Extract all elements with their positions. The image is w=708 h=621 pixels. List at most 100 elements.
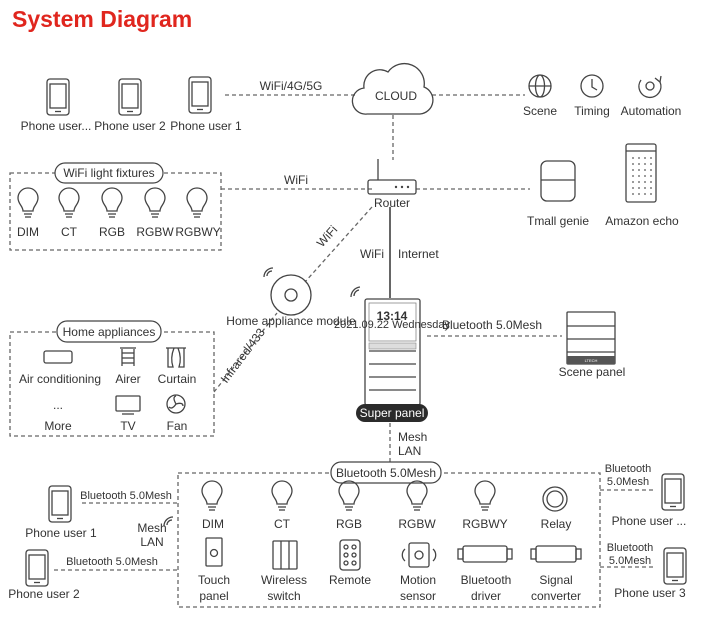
label-mesh: Mesh [398, 430, 427, 444]
label-right-bt-a1: Bluetooth [605, 463, 651, 475]
label-left-bt-1: Bluetooth 5.0Mesh [80, 490, 172, 502]
bt-mesh-group: Bluetooth 5.0Mesh DIM CT RGB RGBW RGBWY … [177, 461, 601, 608]
service-scene: Scene [523, 74, 557, 118]
wifi-fixtures-title: WiFi light fixtures [63, 166, 154, 180]
top-phone-user-2: Phone user 2 [94, 78, 166, 133]
mesh-relay: Relay [541, 486, 572, 531]
mesh-light-label: Relay [541, 517, 572, 531]
phone-label: Phone user... [21, 119, 92, 133]
motion-sensor-icon [401, 542, 437, 568]
service-automation: Automation [621, 75, 682, 118]
bulb-icon [58, 187, 80, 218]
phone-label: Phone user 2 [94, 119, 166, 133]
label-internet: Internet [398, 247, 439, 261]
label-lan: LAN [398, 444, 421, 458]
air-conditioner-icon [43, 350, 73, 364]
label-wifi-fixtures: WiFi [284, 173, 308, 187]
amazon-echo-icon [625, 143, 657, 203]
appliance-air-conditioning: Air conditioning [19, 350, 101, 386]
super-panel: 13:14 2021.09.22 Wednesday Super panel [334, 286, 450, 422]
label-wifi-module: WiFi [314, 223, 340, 250]
phone-label: Phone user ... [612, 514, 687, 528]
service-label: Scene [523, 104, 557, 118]
mesh-light-rgb: RGB [336, 480, 362, 531]
label-left-mesh: Mesh [137, 521, 166, 535]
mesh-light-label: RGB [336, 517, 362, 531]
device-label: switch [267, 589, 300, 603]
fixture-label: RGBW [136, 225, 174, 239]
fan-icon [166, 394, 186, 414]
bt-mesh-title: Bluetooth 5.0Mesh [336, 466, 436, 480]
driver-icon [457, 545, 513, 563]
wifi-fixture-rgbw: RGBW [136, 187, 174, 239]
speaker-amazon-echo: Amazon echo [605, 143, 679, 228]
phone-icon [46, 78, 70, 116]
more-label: More [44, 419, 72, 433]
appliance-airer: Airer [115, 347, 141, 386]
phone-icon [663, 547, 687, 585]
appliance-curtain: Curtain [158, 347, 196, 386]
ellipsis-label: ... [53, 398, 63, 412]
cloud-label: CLOUD [375, 89, 417, 103]
bulb-icon [186, 187, 208, 218]
scene-panel-brand: LTECH [585, 358, 598, 363]
signal-icon [166, 519, 173, 526]
remote-icon [339, 539, 361, 571]
appliance-tv: TV [115, 395, 141, 433]
scene-panel-label: Scene panel [559, 365, 626, 379]
label-right-bt-b1: Bluetooth [607, 542, 653, 554]
service-label: Timing [574, 104, 610, 118]
converter-icon [530, 545, 582, 563]
mesh-light-label: RGBW [398, 517, 436, 531]
mesh-light-label: DIM [202, 517, 224, 531]
label-wifi-panel: WiFi [360, 247, 384, 261]
tmall-genie-icon [540, 160, 576, 202]
right-phone-user-more: Phone user ... [612, 473, 687, 528]
bulb-icon [201, 480, 223, 511]
phone-label: Phone user 3 [614, 586, 686, 600]
device-label: Wireless [261, 573, 307, 587]
service-label: Automation [621, 104, 682, 118]
bulb-icon [17, 187, 39, 218]
phone-label: Phone user 1 [170, 119, 242, 133]
router-icon [367, 159, 417, 195]
curtain-icon [166, 347, 186, 368]
appliance-label: TV [120, 419, 135, 433]
wifi-fixtures-group: WiFi light fixtures DIM CT RGB RGBW RGBW… [9, 162, 222, 251]
mesh-light-rgbwy: RGBWY [462, 480, 508, 531]
label-panel-scene-bt: Bluetooth 5.0Mesh [442, 318, 542, 332]
mesh-device-wireless-switch: Wireless switch [261, 540, 307, 603]
mesh-device-motion-sensor: Motion sensor [400, 542, 437, 603]
wifi-fixture-rgb: RGB [99, 187, 125, 239]
globe-icon [528, 74, 552, 98]
label-wifi-4g-5g: WiFi/4G/5G [260, 79, 323, 93]
mesh-light-label: RGBWY [462, 517, 507, 531]
page-title: System Diagram [12, 6, 193, 32]
module-icon [263, 267, 312, 316]
fixture-label: DIM [17, 225, 39, 239]
speaker-tmall-genie: Tmall genie [527, 160, 589, 228]
link-router-module [304, 206, 373, 283]
airer-icon [120, 347, 136, 366]
home-appliances-title-pill [56, 320, 162, 343]
phone-label: Phone user 2 [8, 587, 80, 601]
clock-icon [580, 74, 604, 98]
label-left-lan: LAN [140, 535, 163, 549]
bulb-icon [338, 480, 360, 511]
bulb-icon [271, 480, 293, 511]
bulb-icon [101, 187, 123, 218]
super-panel-label: Super panel [360, 406, 425, 420]
device-label: Motion [400, 573, 436, 587]
appliance-fan: Fan [166, 394, 188, 433]
router: Router [367, 159, 417, 210]
label-infrared: Infrared/433 [218, 325, 268, 385]
device-label: sensor [400, 589, 436, 603]
super-panel-time: 13:14 [377, 309, 408, 323]
label-right-bt-a2: 5.0Mesh [607, 476, 649, 488]
wifi-fixtures-title-pill [54, 162, 164, 184]
super-panel-badge [356, 404, 428, 422]
home-appliances-title: Home appliances [63, 325, 156, 339]
bulb-icon [144, 187, 166, 218]
appliance-label: Fan [167, 419, 188, 433]
